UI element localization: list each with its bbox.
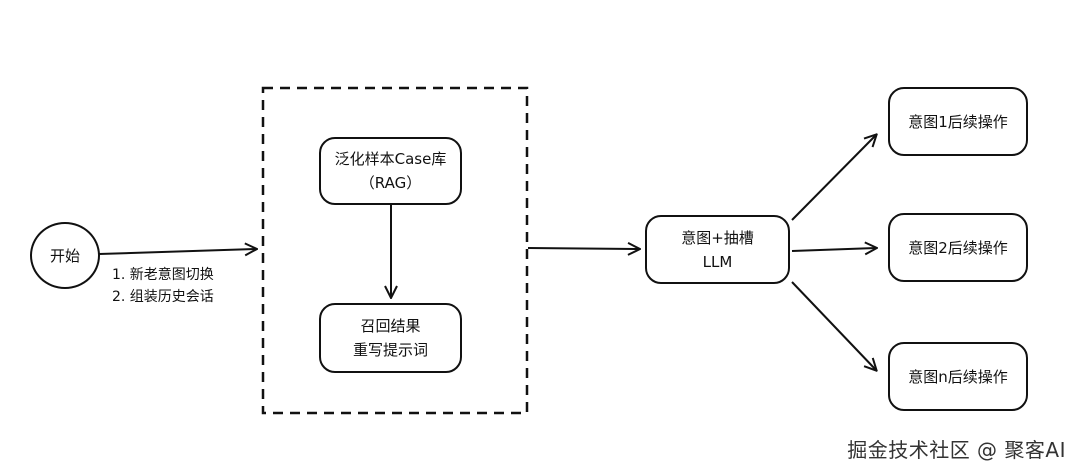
sample-lib-line2: （RAG） bbox=[359, 174, 422, 192]
intent2-node: 意图2后续操作 bbox=[888, 213, 1028, 282]
intent1-node: 意图1后续操作 bbox=[888, 87, 1028, 156]
rag-group-dashed-box bbox=[261, 86, 529, 415]
edge-label: 1. 新老意图切换 2. 组装历史会话 bbox=[112, 264, 214, 308]
llm-line1: 意图+抽槽 bbox=[681, 228, 754, 247]
recall-line2: 重写提示词 bbox=[352, 341, 428, 359]
sample-lib-node: 泛化样本Case库 （RAG） bbox=[319, 137, 462, 205]
edge-llm-to-intent1 bbox=[791, 135, 876, 221]
edge-start-to-group bbox=[98, 249, 256, 254]
sample-lib-line1: 泛化样本Case库 bbox=[334, 150, 447, 168]
edge-llm-to-intentn bbox=[791, 281, 876, 370]
intent2-label: 意图2后续操作 bbox=[908, 238, 1008, 257]
intentn-node: 意图n后续操作 bbox=[888, 342, 1028, 411]
recall-line1: 召回结果 bbox=[360, 317, 421, 335]
edge-label-line2: 2. 组装历史会话 bbox=[112, 289, 214, 305]
edge-group-to-llm bbox=[527, 248, 639, 249]
edge-llm-to-intent2 bbox=[791, 248, 876, 251]
watermark: 掘金技术社区 @ 聚客AI bbox=[847, 438, 1066, 462]
intent1-label: 意图1后续操作 bbox=[908, 112, 1008, 131]
start-node: 开始 bbox=[30, 222, 100, 289]
intentn-label: 意图n后续操作 bbox=[908, 367, 1008, 386]
llm-node: 意图+抽槽 LLM bbox=[645, 215, 790, 284]
recall-node: 召回结果 重写提示词 bbox=[319, 303, 462, 373]
start-node-label: 开始 bbox=[49, 246, 80, 265]
llm-line2: LLM bbox=[702, 252, 733, 271]
edge-label-line1: 1. 新老意图切换 bbox=[112, 267, 214, 283]
